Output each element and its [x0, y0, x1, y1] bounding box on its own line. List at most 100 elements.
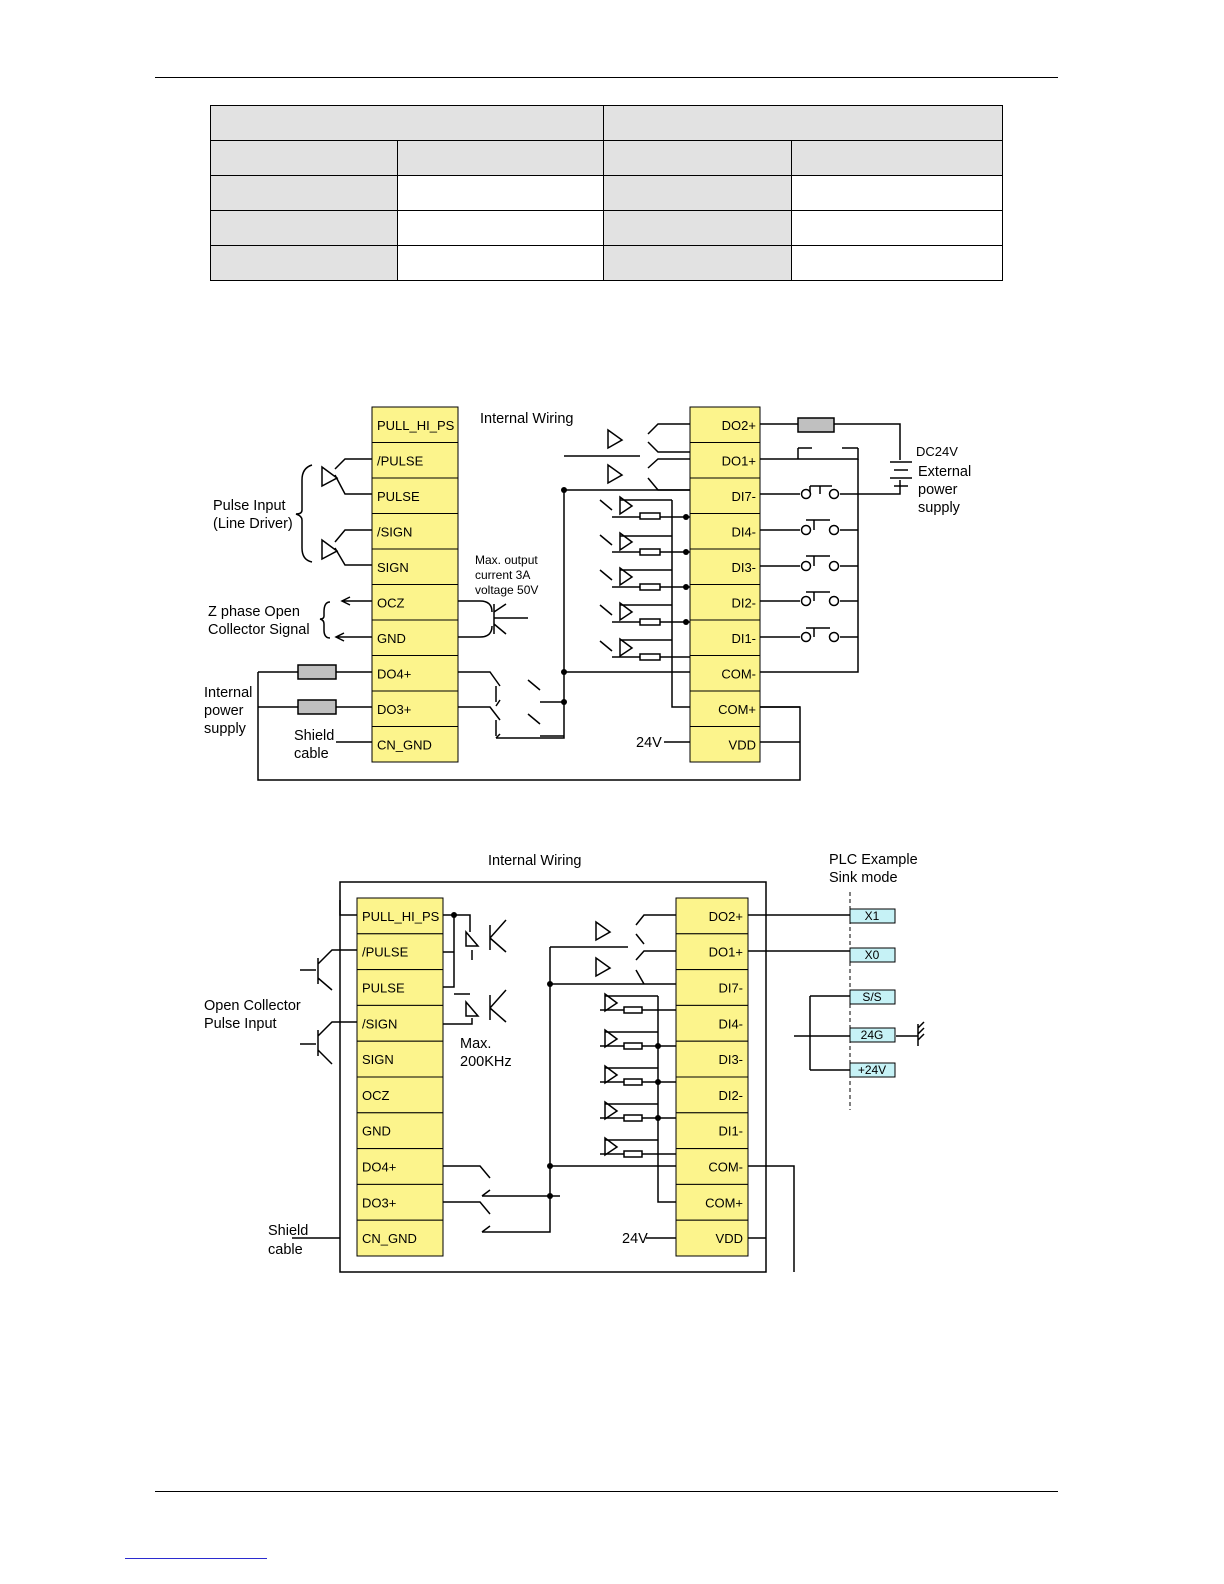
- open-collector-label-2: Pulse Input: [204, 1016, 277, 1032]
- d1-left-terminal-cell: [371, 726, 459, 763]
- diagram1-title: Internal Wiring: [480, 411, 573, 427]
- d2-left-terminal-label: DO3+: [362, 1195, 396, 1210]
- d1-left-terminal-label: SIGN: [377, 560, 409, 575]
- d1-left-terminal-label: OCZ: [377, 595, 405, 610]
- d1-right-terminal-label: DI1-: [731, 631, 756, 646]
- d2-right-terminal-label: DI2-: [718, 1088, 743, 1103]
- diagram1-labels: Internal Wiring Pulse Input (Line Driver…: [204, 411, 971, 762]
- d2-right-terminal-label: DO2+: [709, 909, 743, 924]
- d2-right-terminal-cell: [675, 1004, 749, 1042]
- d2-right-terminal-cell: [675, 1183, 749, 1221]
- d1-right-terminal-label: COM+: [718, 702, 756, 717]
- d1-left-terminal-label: PULL_HI_PS: [377, 418, 455, 433]
- d1-left-terminal-label: /SIGN: [377, 524, 412, 539]
- d2-left-terminal-label: SIGN: [362, 1052, 394, 1067]
- shield-label-1: Shield: [268, 1223, 308, 1239]
- plc-terminals: X1 X0 S/S 24G +24V: [849, 908, 896, 1078]
- max-output-label-2: current 3A: [475, 568, 530, 582]
- plc-label-2: Sink mode: [829, 870, 898, 886]
- d1-right-terminal-label: DO2+: [722, 418, 756, 433]
- d2-right-terminal-label: VDD: [716, 1231, 743, 1246]
- diagram1-wiring: [257, 423, 912, 781]
- internal-power-label-1: Internal: [204, 685, 252, 701]
- d2-left-terminal-label: /PULSE: [362, 945, 409, 960]
- d2-left-terminal-label: /SIGN: [362, 1016, 397, 1031]
- d2-right-terminal-label: DI3-: [718, 1052, 743, 1067]
- d1-left-terminal-label: PULSE: [377, 489, 420, 504]
- d2-right-terminal-label: COM+: [705, 1195, 743, 1210]
- table-row: [210, 245, 1003, 281]
- internal-power-label-2: power: [204, 703, 244, 719]
- max-output-label-3: voltage 50V: [475, 583, 538, 597]
- shield-label-2: cable: [268, 1242, 303, 1258]
- z-phase-label-2: Collector Signal: [208, 622, 310, 638]
- dc24v-label: DC24V: [916, 444, 958, 459]
- d2-right-terminal-label: COM-: [708, 1160, 743, 1175]
- external-power-label-3: supply: [918, 500, 961, 516]
- d1-right-terminal-cell: [689, 477, 761, 514]
- d2-left-terminal-label: CN_GND: [362, 1231, 417, 1246]
- d1-left-terminal-label: CN_GND: [377, 737, 432, 752]
- d1-right-terminal-cell: [689, 655, 761, 692]
- d2-right-terminal-cell: [675, 933, 749, 971]
- external-power-label-1: External: [918, 464, 971, 480]
- terminal-blocks: PULL_HI_PS/PULSE PULSE/SIGN SIGN OCZ GND DO4+…: [356, 406, 761, 1257]
- d1-right-terminal-cell: [689, 406, 761, 443]
- shield-label-2: cable: [294, 746, 329, 762]
- diagram2-title: Internal Wiring: [488, 853, 581, 869]
- z-phase-label-1: Z phase Open: [208, 604, 300, 620]
- d2-right-terminal-label: DI1-: [718, 1124, 743, 1139]
- open-collector-label-1: Open Collector: [204, 998, 301, 1014]
- d2-left-terminal-label: DO4+: [362, 1160, 396, 1175]
- footer-link-underline: [125, 1558, 267, 1559]
- external-power-label-2: power: [918, 482, 958, 498]
- d2-right-terminal-cell: [675, 897, 749, 935]
- max-freq-label-1: Max.: [460, 1036, 491, 1052]
- d2-left-terminal-label: OCZ: [362, 1088, 390, 1103]
- d1-right-terminal-cell: [689, 726, 761, 763]
- header-rule: [155, 77, 1058, 78]
- internal-power-label-3: supply: [204, 721, 247, 737]
- d1-right-terminal-label: DI3-: [731, 560, 756, 575]
- pulse-input-label-1: Pulse Input: [213, 498, 286, 514]
- component-fills: [297, 417, 840, 1199]
- d1-right-terminal-label: DO1+: [722, 453, 756, 468]
- d1-right-terminal-label: DI4-: [731, 524, 756, 539]
- d1-left-terminal-label: /PULSE: [377, 453, 424, 468]
- d1-left-terminal-label: DO3+: [377, 702, 411, 717]
- table-row: [210, 140, 1003, 176]
- d1-right-terminal-label: VDD: [729, 737, 756, 752]
- d2-left-terminal-label: PULSE: [362, 981, 405, 996]
- plc-terminal-x1: X1: [865, 909, 880, 923]
- d1-left-terminal-cell: [371, 619, 459, 656]
- plc-terminal-ss: S/S: [862, 990, 881, 1004]
- v24-label: 24V: [622, 1231, 648, 1247]
- d1-right-terminal-label: DI7-: [731, 489, 756, 504]
- table-row: [210, 175, 1003, 211]
- d2-left-terminal-cell: [356, 933, 444, 971]
- d1-left-terminal-cell: [371, 406, 459, 443]
- plc-terminal-24v: +24V: [858, 1063, 886, 1077]
- d2-left-terminal-label: GND: [362, 1124, 391, 1139]
- max-output-label-1: Max. output: [475, 553, 538, 567]
- plc-terminal-24g: 24G: [861, 1028, 884, 1042]
- max-freq-label-2: 200KHz: [460, 1054, 512, 1070]
- d1-right-terminal-cell: [689, 690, 761, 727]
- d2-right-terminal-label: DI4-: [718, 1016, 743, 1031]
- blank-table: [210, 105, 1003, 281]
- plc-terminal-x0: X0: [865, 948, 880, 962]
- d1-right-terminal-cell: [689, 513, 761, 550]
- d1-left-terminal-label: GND: [377, 631, 406, 646]
- d2-left-terminal-cell: [356, 1112, 444, 1150]
- footer-rule: [155, 1491, 1058, 1492]
- shield-label-1: Shield: [294, 728, 334, 744]
- d2-left-terminal-cell: [356, 1004, 444, 1042]
- d1-left-terminal-cell: [371, 442, 459, 479]
- v24-label: 24V: [636, 735, 662, 751]
- d1-right-terminal-cell: [689, 442, 761, 479]
- d1-right-terminal-cell: [689, 619, 761, 656]
- d2-right-terminal-cell: [675, 1112, 749, 1150]
- d2-right-terminal-label: DO1+: [709, 945, 743, 960]
- d2-right-terminal-cell: [675, 969, 749, 1006]
